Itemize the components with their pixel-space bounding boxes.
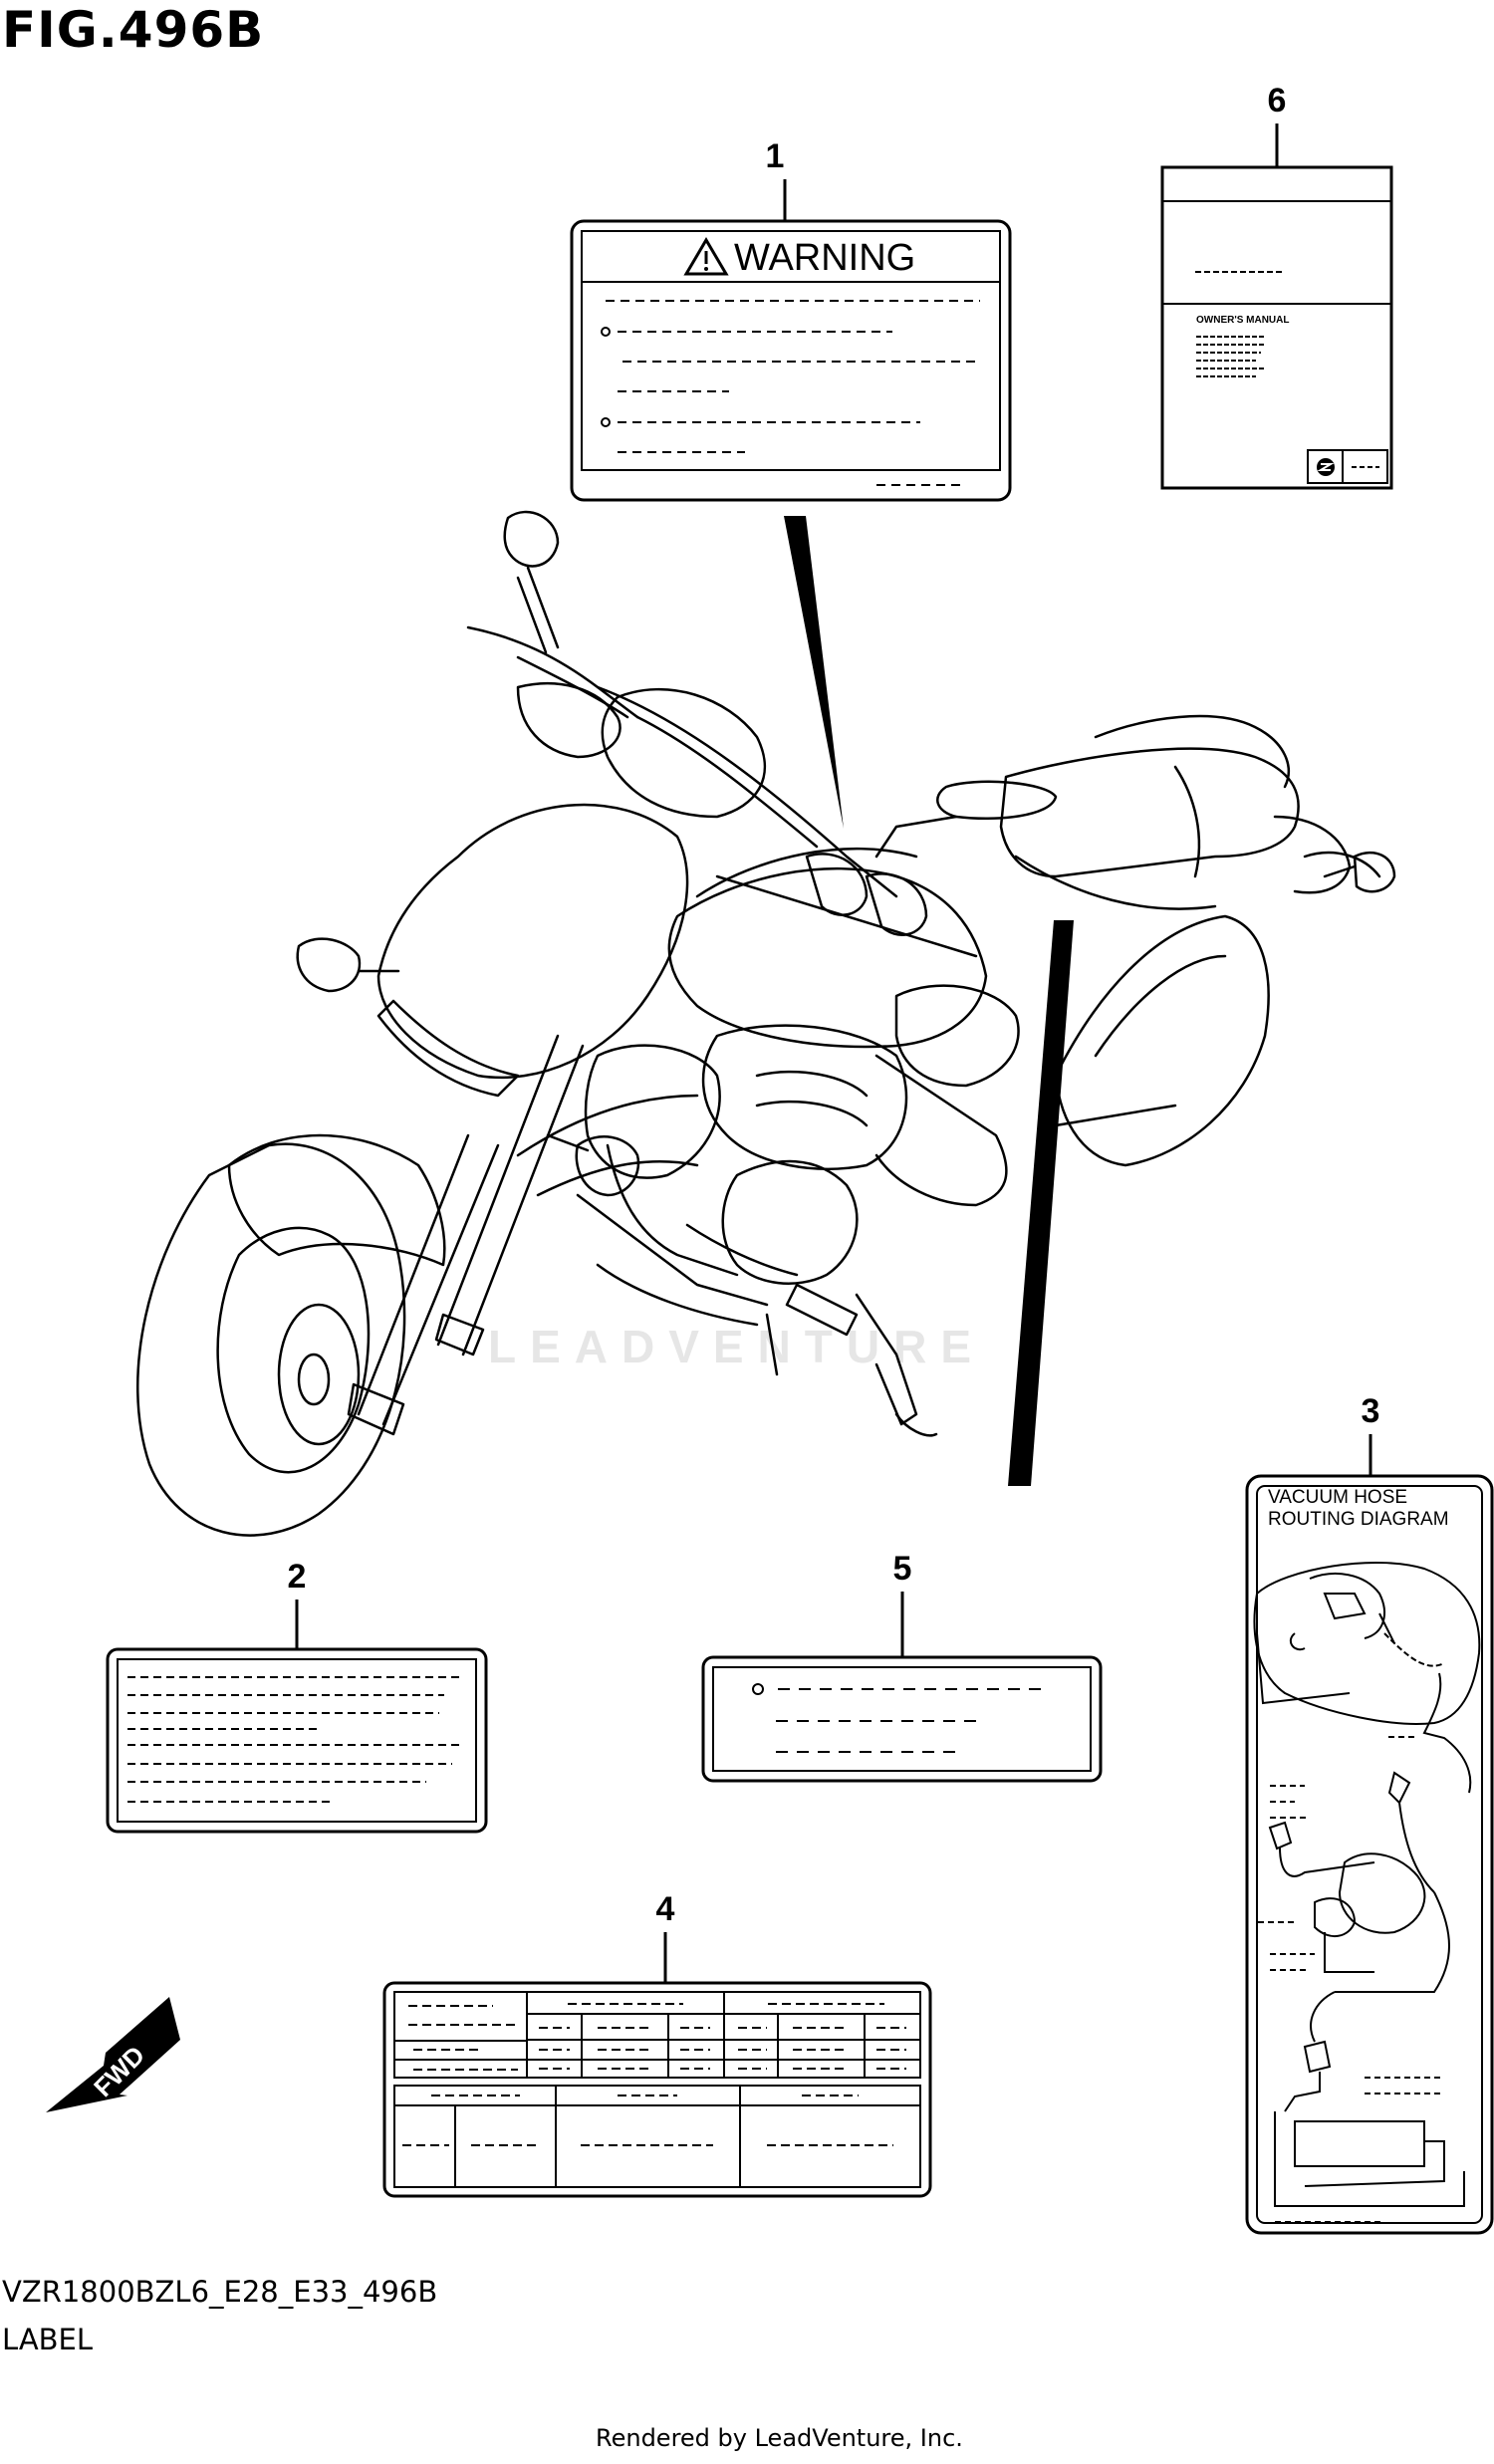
model-code: VZR1800BZL6_E28_E33_496B	[2, 2275, 438, 2309]
fwd-arrow-icon: FWD	[46, 1997, 180, 2112]
callout-4[interactable]: 4	[656, 1890, 675, 1983]
callout-number-3: 3	[1362, 1392, 1380, 1430]
callout-number-4: 4	[656, 1890, 675, 1928]
callout-number-1: 1	[766, 137, 785, 175]
callout-6[interactable]: 6	[1268, 82, 1287, 167]
callout-number-6: 6	[1268, 82, 1287, 120]
tire-info-label[interactable]	[382, 1981, 932, 2198]
leader-wedge-5	[1008, 920, 1074, 1486]
callout-3[interactable]: 3	[1362, 1392, 1380, 1476]
warning-label[interactable]: WARNING	[570, 219, 1012, 502]
render-credit: Rendered by LeadVenture, Inc.	[596, 2424, 963, 2452]
warning-triangle-icon	[683, 237, 729, 276]
suzuki-logo-icon	[1317, 458, 1335, 476]
vacuum-title-line1: VACUUM HOSE	[1268, 1487, 1407, 1508]
owners-manual[interactable]: OWNER'S MANUAL	[1160, 165, 1393, 490]
manual-title: OWNER'S MANUAL	[1196, 315, 1289, 326]
callout-number-5: 5	[893, 1550, 912, 1588]
section-name: LABEL	[2, 2323, 94, 2356]
callout-5[interactable]: 5	[893, 1550, 912, 1657]
callout-1[interactable]: 1	[766, 137, 787, 221]
callout-number-2: 2	[288, 1558, 307, 1596]
vacuum-title-line2: ROUTING DIAGRAM	[1268, 1509, 1449, 1530]
vacuum-hose-label[interactable]: VACUUM HOSE ROUTING DIAGRAM	[1245, 1474, 1494, 2235]
callout-2[interactable]: 2	[288, 1558, 307, 1649]
info-label[interactable]	[106, 1647, 488, 1834]
leader-wedge-1	[784, 516, 844, 829]
motorcycle-illustration	[135, 510, 1396, 1537]
warning-heading: WARNING	[734, 237, 915, 279]
figure-title: FIG.496B	[2, 1, 265, 59]
caution-label[interactable]	[701, 1655, 1103, 1783]
